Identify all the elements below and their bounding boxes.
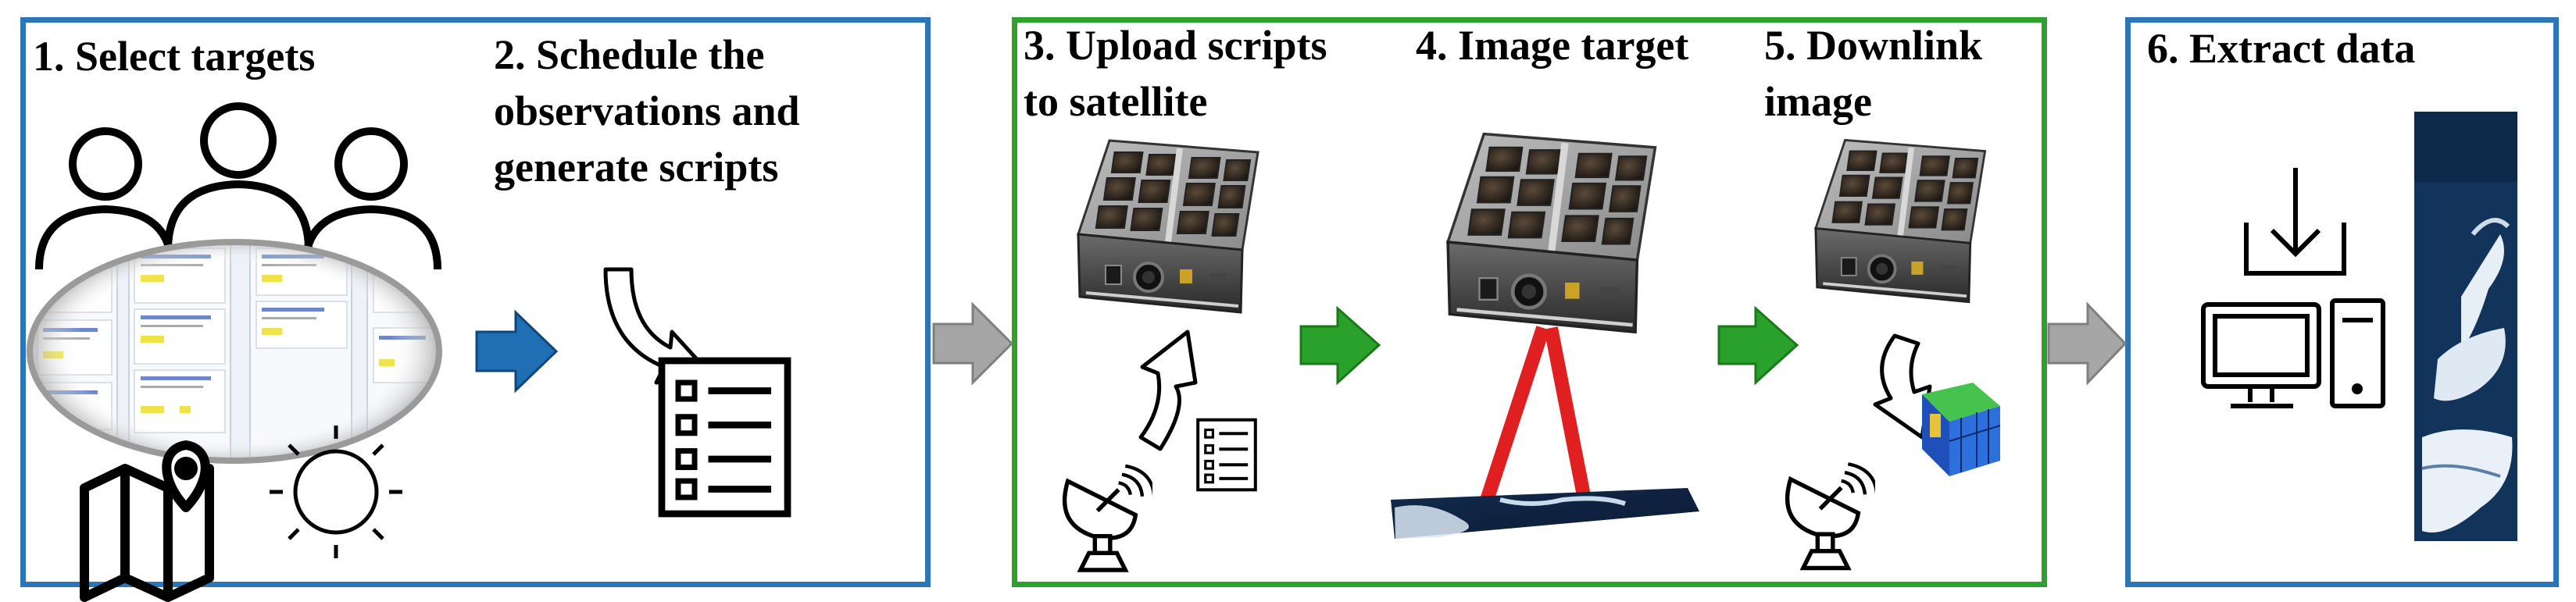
ground-antenna-icon xyxy=(1065,466,1155,570)
data-cube-image xyxy=(1922,383,2001,476)
checklist-icon xyxy=(662,361,788,514)
green-arrow-icon xyxy=(1299,305,1381,386)
map-pin-icon xyxy=(80,440,214,602)
step-4-label: 4. Image target xyxy=(1416,22,1689,69)
green-arrow-icon xyxy=(1717,305,1799,386)
cubesat-image xyxy=(1816,140,1985,301)
ground-antenna-icon xyxy=(1788,464,1878,568)
step-5-label: 5. Downlink image xyxy=(1764,22,1983,125)
satellite-image-strip xyxy=(2414,112,2517,541)
step-2-label: 2. Schedule the observations and generat… xyxy=(494,31,800,191)
checklist-icon xyxy=(1198,420,1256,490)
step-3-label: 3. Upload scripts to satellite xyxy=(1024,22,1327,125)
cubesat-image xyxy=(1078,141,1258,312)
sun-icon xyxy=(270,426,402,558)
panel-plan xyxy=(20,17,931,587)
panel-extract xyxy=(2125,17,2559,587)
imaging-beam xyxy=(1474,326,1593,522)
step-6-label: 6. Extract data xyxy=(2147,25,2416,72)
blue-arrow-icon xyxy=(475,309,559,394)
panel-satellite-ops xyxy=(1012,17,2047,587)
gray-arrow-icon xyxy=(932,301,1014,386)
curved-arrow-icon xyxy=(603,267,713,385)
gray-arrow-icon xyxy=(2047,301,2128,386)
target-image-strip xyxy=(1391,488,1699,539)
task-board-screenshot xyxy=(27,239,442,464)
upload-arrow-icon xyxy=(1138,329,1198,451)
cubesat-image xyxy=(1448,134,1655,333)
computer-icon xyxy=(2201,298,2385,408)
download-arrow-icon xyxy=(2244,168,2346,276)
step-1-label: 1. Select targets xyxy=(33,33,316,80)
downlink-arrow-icon xyxy=(1873,333,1932,440)
people-group-icon xyxy=(35,102,441,270)
